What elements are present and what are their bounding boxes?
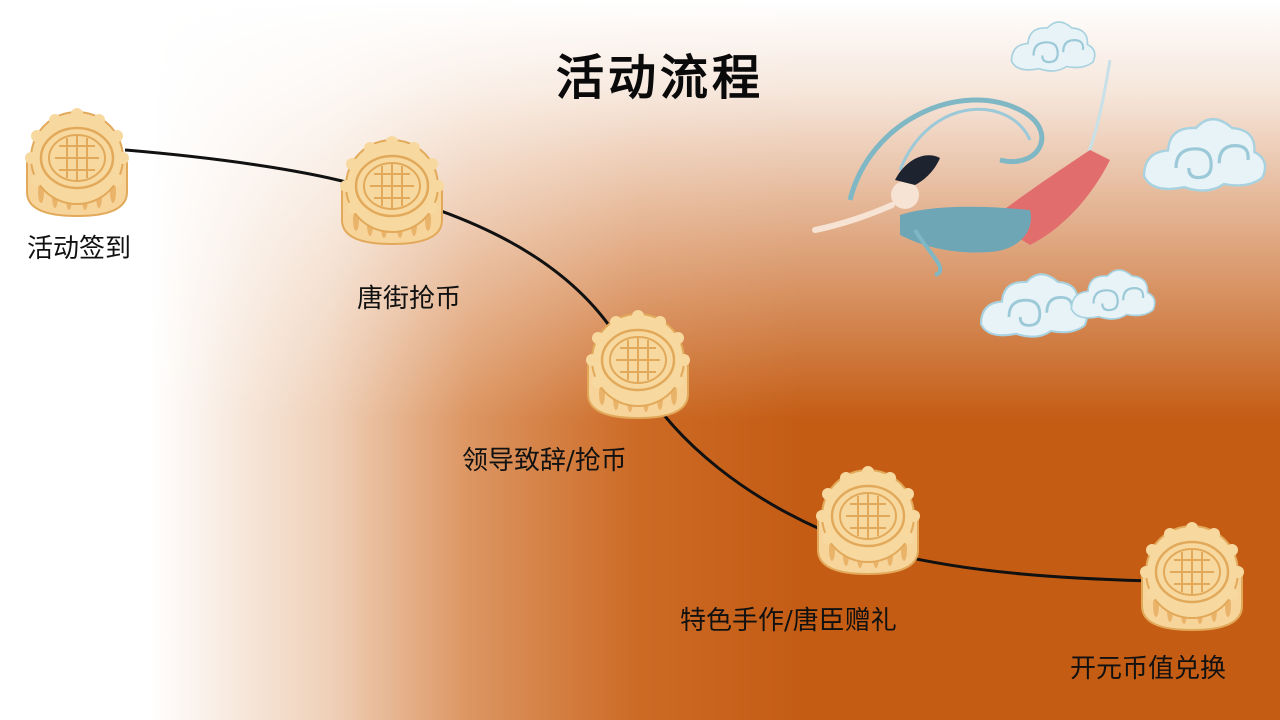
mooncake-icon: [1138, 520, 1246, 632]
step-label-5: 开元币值兑换: [1070, 654, 1227, 684]
mooncake-icon: [23, 106, 131, 218]
step-label-2: 唐街抢币: [357, 284, 462, 314]
step-label-3: 领导致辞/抢币: [462, 446, 627, 476]
cloud-icon: [1070, 268, 1156, 321]
mooncake-icon: [584, 308, 692, 420]
mooncake-icon: [338, 134, 446, 246]
page-title: 活动流程: [555, 50, 764, 106]
step-label-1: 活动签到: [27, 234, 132, 264]
cloud-icon: [1010, 20, 1096, 73]
flying-apsara-figure: [812, 59, 1112, 277]
cloud-icon: [1142, 117, 1267, 193]
mooncake-icon: [814, 464, 922, 576]
step-label-4: 特色手作/唐臣赠礼: [680, 606, 897, 636]
